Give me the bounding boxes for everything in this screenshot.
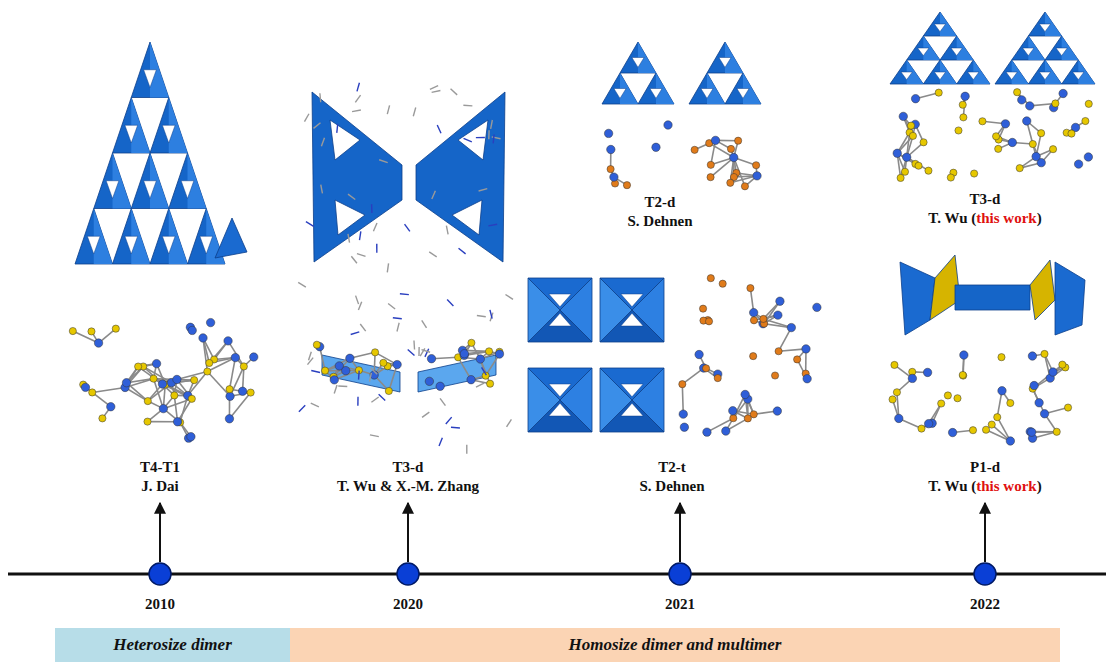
timeline-dot [974,563,996,585]
cluster-polyhedron [312,92,402,262]
cluster-polyhedron [1030,260,1055,320]
year-label: 2022 [970,595,1000,613]
organic-cation [304,83,500,273]
supertetrahedron-polyhedron [75,42,225,264]
structure-name: T3-d [970,190,1001,208]
author-name: S. Dehnen [639,477,704,495]
supertetrahedron-polyhedron [689,42,761,104]
ball-stick-model [889,350,1072,445]
band-label: Heterosize dimer [113,635,232,655]
organic-cation [298,282,513,453]
structure-name: T4-T1 [140,458,180,476]
author-name: S. Dehnen [627,212,692,230]
cluster-polyhedron [452,200,482,235]
author-name: J. Dai [141,477,179,495]
tetrahedron-polyhedron [528,278,592,342]
timeline-dot [149,563,171,585]
author-name: T. Wu (this work) [928,477,1041,495]
cluster-polyhedron [900,262,935,335]
tetrahedron-polyhedron [215,218,247,258]
timeline-arrow [679,503,681,562]
year-label: 2010 [145,595,175,613]
supertetrahedron-polyhedron [995,12,1095,84]
timeline-arrow [984,503,986,562]
supertetrahedron-polyhedron [890,12,990,84]
timeline-dot [397,563,419,585]
structure-name: P1-d [970,458,1000,476]
ball-stick-model [313,339,503,394]
timeline-dot [669,563,691,585]
cluster-polyhedron [1055,262,1085,335]
cluster-polyhedron [955,285,1030,310]
cluster-polyhedron [335,200,365,235]
supertetrahedron-polyhedron [602,42,674,104]
period-band: Heterosize dimer [55,628,290,662]
author-name: T. Wu & X.-M. Zhang [337,477,479,495]
author-name: T. Wu (this work) [928,209,1041,227]
tetrahedron-polyhedron [528,368,592,432]
cluster-polyhedron [458,120,488,160]
ball-stick-model [69,318,258,442]
timeline-arrow [159,503,161,562]
year-label: 2020 [393,595,423,613]
ball-stick-model [679,275,821,437]
cluster-polyhedron [416,92,505,262]
structure-name: T2-d [645,193,676,211]
timeline-axis [8,573,1106,576]
ball-stick-model [604,121,761,190]
timeline-arrow [407,503,409,562]
ball-stick-model [893,89,1093,182]
tetrahedron-polyhedron [600,368,664,432]
structure-name: T3-d [393,458,424,476]
tetrahedron-polyhedron [600,278,664,342]
structure-name: T2-t [658,458,686,476]
cluster-polyhedron [330,120,360,160]
year-label: 2021 [665,595,695,613]
period-band: Homosize dimer and multimer [290,628,1060,662]
band-label: Homosize dimer and multimer [569,635,782,655]
